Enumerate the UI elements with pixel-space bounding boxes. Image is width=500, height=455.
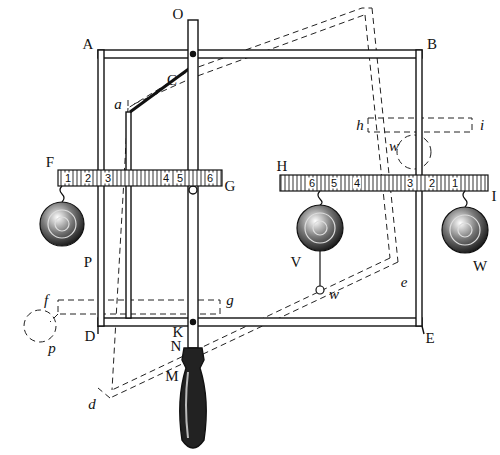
part-letter: d (87, 397, 97, 412)
scale-number: 4 (353, 178, 361, 189)
weights (40, 186, 488, 294)
part-letter: e (400, 275, 409, 290)
part-letter: i (479, 118, 485, 133)
part-letter: h (355, 118, 365, 133)
part-letter: B (426, 37, 438, 52)
scale-number: 3 (406, 178, 414, 189)
part-letter: F (45, 155, 55, 170)
part-letter: C (166, 73, 178, 88)
part-letter: M (164, 369, 179, 384)
part-letter: G (224, 179, 237, 194)
staff (180, 20, 207, 448)
part-letter: P (83, 255, 93, 270)
scale-number: 3 (104, 173, 112, 184)
part-letter: H (276, 159, 289, 174)
part-letter: w (328, 287, 340, 302)
part-letter: E (424, 331, 435, 346)
part-letter: I (491, 189, 498, 204)
part-letter: K (172, 325, 185, 340)
scale-number: 1 (64, 173, 72, 184)
part-letter: w (388, 139, 400, 154)
scale-number: 6 (206, 173, 214, 184)
part-letter: D (84, 329, 97, 344)
scale-number: 1 (451, 178, 459, 189)
part-letter: g (225, 293, 235, 308)
scale-number: 5 (176, 173, 184, 184)
scale-number: 2 (84, 173, 92, 184)
displaced-frame (24, 8, 472, 398)
part-letter: A (82, 37, 95, 52)
part-letter: a (113, 97, 123, 112)
scale-number: 2 (428, 178, 436, 189)
scale-bars (58, 170, 488, 191)
part-letter: W (472, 259, 488, 274)
part-letter: f (43, 293, 49, 308)
part-letter: N (170, 339, 183, 354)
frame (98, 50, 424, 334)
scale-number: 4 (162, 173, 170, 184)
part-letter: p (47, 341, 57, 356)
scale-number: 5 (330, 178, 338, 189)
part-letter: V (290, 255, 303, 270)
scale-number: 6 (308, 178, 316, 189)
part-letter: O (172, 7, 185, 22)
